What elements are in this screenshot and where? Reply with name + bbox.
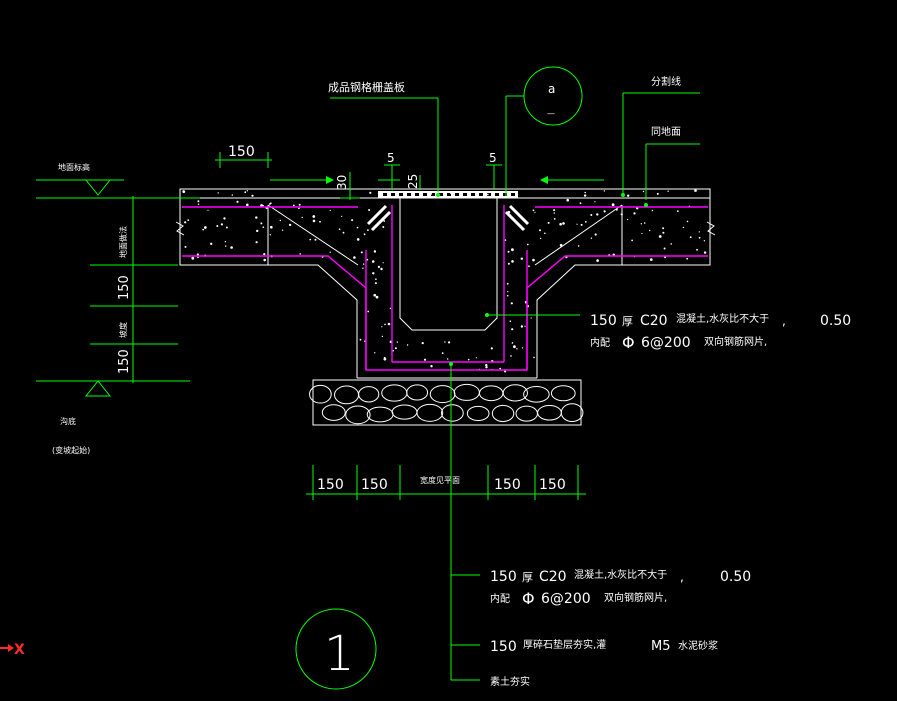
svg-text:内配: 内配 [590, 336, 610, 349]
svg-text:厚: 厚 [622, 315, 633, 328]
dim-v150-b: 150 [117, 349, 132, 374]
stone-note: 150 厚碎石垫层夯实,灌 M5 水泥砂浆 [490, 638, 718, 655]
top-leaders [215, 66, 700, 207]
dim-bottom-150-3: 150 [494, 477, 521, 493]
dim-gap-5-left: 5 [387, 151, 395, 165]
rebar-mesh [182, 205, 708, 371]
svg-text:150: 150 [490, 569, 517, 585]
bottom-sub-label: (变坡起始) [52, 445, 90, 455]
svg-text:混凝土,水灰比不大于: 混凝土,水灰比不大于 [574, 568, 667, 581]
ucs-x-axis-icon [0, 644, 14, 652]
svg-text:C20: C20 [539, 569, 567, 585]
svg-text:双向钢筋网片,: 双向钢筋网片, [704, 335, 767, 348]
wall-note: 150 厚 C20 混凝土,水灰比不大于 , 0.50 内配 Φ 6@200 双… [590, 312, 851, 352]
base-note: 150 厚 C20 混凝土,水灰比不大于 , 0.50 内配 Φ 6@200 双… [490, 568, 751, 608]
detail-mark-sub: — [547, 109, 555, 118]
svg-text:0.50: 0.50 [720, 569, 751, 585]
svg-text:内配: 内配 [490, 592, 510, 605]
svg-text:6@200: 6@200 [641, 335, 691, 351]
svg-text:厚碎石垫层夯实,灌: 厚碎石垫层夯实,灌 [523, 638, 606, 651]
divider-line-label: 分割线 [651, 75, 681, 88]
svg-text:0.50: 0.50 [820, 313, 851, 329]
section-number-circle [295, 608, 377, 690]
svg-text:水泥砂浆: 水泥砂浆 [678, 639, 718, 652]
bottom-dimension-line [306, 465, 586, 500]
same-ground-label: 同地面 [651, 125, 681, 138]
steel-grating-cover [378, 191, 518, 198]
dim-bottom-150-2: 150 [361, 477, 388, 493]
svg-text:C20: C20 [640, 313, 668, 329]
svg-text:150: 150 [490, 639, 517, 655]
svg-text:厚: 厚 [522, 571, 533, 584]
dim-gap-5-right: 5 [489, 151, 497, 165]
svg-text:M5: M5 [651, 639, 671, 654]
axis-x-label: X [14, 642, 25, 658]
svg-text:混凝土,水灰比不大于: 混凝土,水灰比不大于 [676, 312, 769, 325]
detail-mark: a [548, 82, 555, 96]
svg-text:,: , [782, 314, 786, 328]
left-level-marks [36, 179, 200, 397]
svg-text:,: , [680, 570, 684, 584]
concrete-hatch [182, 189, 707, 373]
soil-note: 素土夯实 [490, 675, 530, 688]
dim-top-150: 150 [228, 144, 255, 160]
svg-text:Φ: Φ [522, 589, 535, 608]
crushed-stone-bedding [309, 379, 584, 426]
dim-30: 30 [335, 175, 349, 190]
grate-cover-label: 成品钢格栅盖板 [328, 80, 405, 94]
svg-text:6@200: 6@200 [541, 591, 591, 607]
dim-bottom-150-4: 150 [539, 477, 566, 493]
svg-text:150: 150 [590, 313, 617, 329]
cover-anchor-bars [366, 204, 530, 232]
svg-text:双向钢筋网片,: 双向钢筋网片, [604, 591, 667, 604]
dim-bottom-150-1: 150 [317, 477, 344, 493]
bottom-label: 沟底 [60, 416, 76, 426]
section-number: 1 [324, 626, 355, 682]
svg-text:Φ: Φ [622, 333, 635, 352]
clear-width-label: 宽度见平面 [420, 475, 460, 485]
dim-25: 25 [406, 174, 420, 189]
wall-note-leader [485, 313, 580, 317]
finish-thickness-label: 地面做法 [118, 226, 128, 258]
slope-label: 坡度 [118, 322, 128, 338]
base-notes-leader [449, 362, 480, 681]
design-level-label: 地面标高 [58, 162, 90, 172]
dim-v150-a: 150 [117, 275, 132, 300]
